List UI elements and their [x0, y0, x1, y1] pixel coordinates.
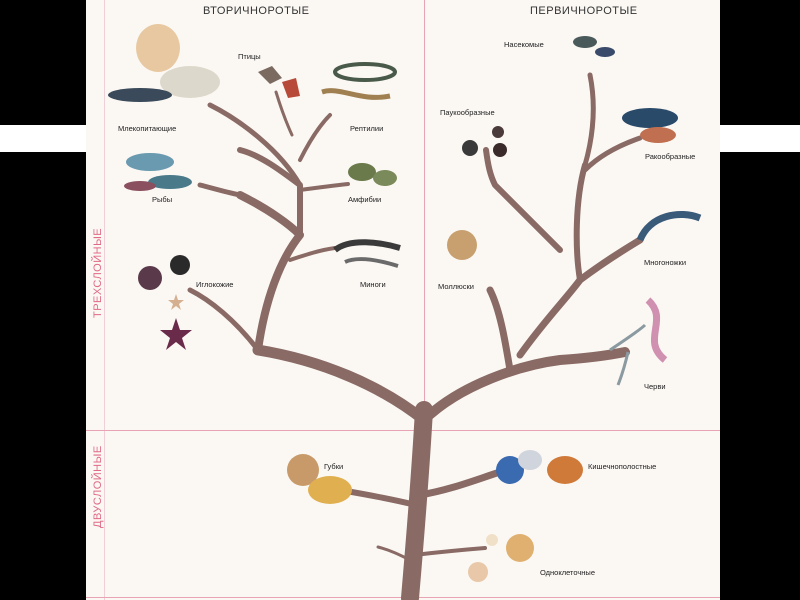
- seal-illustration: [160, 66, 220, 98]
- centipede-illustration: [636, 211, 702, 242]
- label-reptiles: Рептилии: [350, 124, 384, 133]
- label-cnidarians: Кишечнополостные: [588, 462, 657, 471]
- branch-amphibians: [298, 182, 350, 192]
- divider-vertical: [424, 0, 425, 430]
- crab-illustration: [622, 108, 678, 128]
- fish-illustration-3: [124, 181, 156, 191]
- branch-cnidarians: [416, 468, 504, 499]
- snake-illustration-2: [321, 88, 391, 100]
- branch-protostomes: [419, 347, 630, 425]
- dog-illustration: [136, 24, 180, 72]
- label-amphibians: Амфибии: [348, 195, 382, 204]
- branch-echinoderms: [187, 287, 261, 353]
- sponge-illustration: [287, 454, 319, 486]
- dolphin-illustration: [108, 88, 172, 102]
- illustrations: [108, 24, 702, 582]
- jellyfish-illustration-2: [518, 450, 542, 470]
- label-worms: Черви: [644, 382, 666, 391]
- branch-crustaceans: [582, 135, 643, 173]
- label-fish: Рыбы: [152, 195, 173, 204]
- bird-illustration-2: [282, 78, 300, 98]
- label-birds: Птицы: [238, 52, 261, 61]
- worm-illustration-2: [609, 323, 647, 352]
- label-mammals: Млекопитающие: [118, 124, 177, 133]
- branch-birds: [274, 90, 294, 137]
- snail-illustration: [447, 230, 477, 260]
- divider-layers: [86, 430, 720, 431]
- label-crustaceans: Ракообразные: [645, 152, 696, 161]
- frog-illustration-2: [373, 170, 397, 186]
- label-molluscs: Моллюски: [438, 282, 474, 291]
- label-myriapods: Многоножки: [644, 258, 687, 267]
- bird-illustration: [258, 66, 282, 84]
- branch-insects: [582, 72, 596, 168]
- protist-illustration-3: [486, 534, 498, 546]
- branch-protists-small: [376, 545, 412, 562]
- branch-reptiles: [298, 113, 332, 162]
- branch-mammals: [207, 102, 303, 188]
- snake-illustration: [333, 62, 397, 82]
- header-protostomes: ПЕРВИЧНОРОТЫЕ: [530, 5, 638, 17]
- sponge-illustration-2: [308, 476, 352, 504]
- trunk: [401, 401, 433, 600]
- lamprey-illustration-2: [344, 257, 399, 268]
- worm-illustration: [645, 297, 668, 363]
- insect-illustration: [573, 36, 597, 48]
- branch-lampreys: [288, 246, 337, 262]
- slide-band-left: [0, 125, 86, 152]
- coral-illustration: [547, 456, 583, 484]
- insect-illustration-2: [595, 47, 615, 57]
- branch-protists: [412, 546, 487, 557]
- branch-arachnids: [483, 147, 563, 253]
- branch-arthropods: [573, 162, 588, 283]
- spider-illustration-2: [493, 143, 507, 157]
- crab-illustration-2: [640, 127, 676, 143]
- sea-urchin-illustration: [138, 266, 162, 290]
- label-insects: Насекомые: [504, 40, 544, 49]
- label-lampreys: Миноги: [360, 280, 386, 289]
- fish-illustration: [126, 153, 174, 171]
- slide-band-right: [720, 125, 800, 152]
- label-echinoderms: Иглокожие: [196, 280, 234, 289]
- worm-illustration-3: [616, 351, 630, 386]
- starfish-illustration: [160, 318, 192, 350]
- sea-urchin-illustration-2: [170, 255, 190, 275]
- side-guide-line: [104, 0, 105, 600]
- spider-illustration: [462, 140, 478, 156]
- branch-vertebrates: [236, 191, 304, 354]
- protist-illustration-2: [468, 562, 488, 582]
- lamprey-illustration: [333, 239, 401, 253]
- tree-branches: [187, 72, 644, 600]
- label-sponges: Губки: [324, 462, 344, 471]
- branch-molluscs: [486, 286, 514, 374]
- fish-illustration-2: [148, 175, 192, 189]
- protist-illustration: [506, 534, 534, 562]
- header-deuterostomes: ВТОРИЧНОРОТЫЕ: [203, 5, 310, 17]
- label-protists: Одноклеточные: [540, 568, 595, 577]
- branch-deuterostomes: [252, 344, 430, 426]
- branch-fish: [197, 182, 243, 198]
- starfish-illustration-2: [168, 294, 184, 310]
- frog-illustration: [348, 163, 376, 181]
- jellyfish-illustration: [496, 456, 524, 484]
- label-arachnids: Паукообразные: [440, 108, 495, 117]
- spider-illustration-3: [492, 126, 504, 138]
